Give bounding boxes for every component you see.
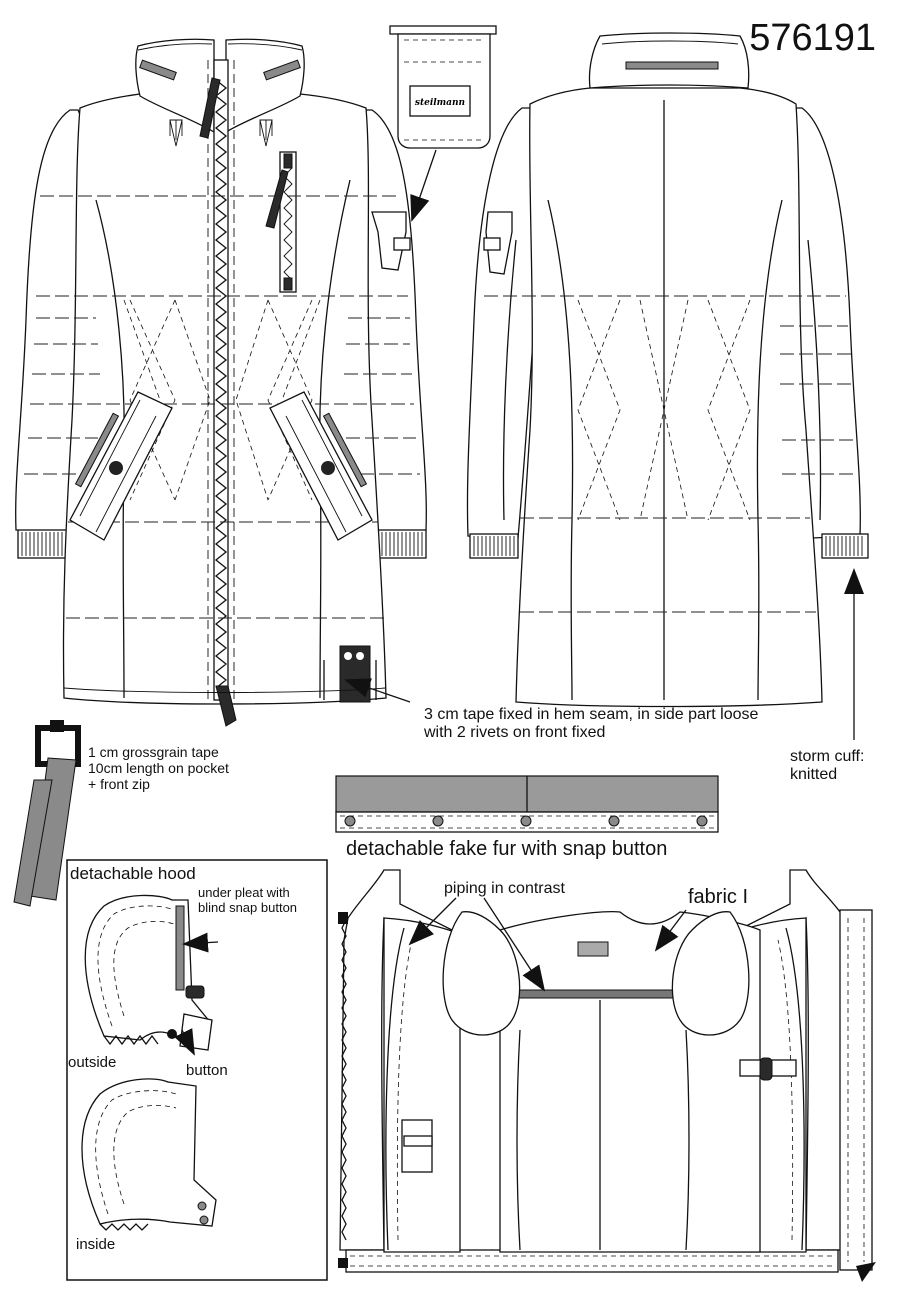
inside-view-coat [338,869,876,1282]
back-collar [588,32,750,89]
back-view-coat [466,32,869,708]
zip-puller-top [199,77,221,139]
collar-tab-left [139,59,177,81]
hood-button-label: button [186,1062,228,1079]
hem-tape-arrow [344,678,411,703]
article-number: 576191 [749,17,876,59]
front-left-cuff [17,529,71,559]
front-collar-left [135,38,215,134]
grossgrain-callout: 1 cm grossgrain tape 10cm length on pock… [88,744,229,793]
inside-body [339,869,461,1251]
hood-inside-label: inside [76,1236,116,1253]
piping-arrow-left [408,897,457,946]
zip-end-tab [215,685,237,727]
front-sleeve-badge [371,211,411,271]
lining-label [577,941,609,957]
hem-tape-callout: 3 cm tape fixed in hem seam, in side par… [424,706,759,742]
piping-arrow-center [483,897,546,992]
piping-callout: piping in contrast [444,880,565,897]
fabric-callout: fabric I [688,886,749,908]
hood-outside-label: outside [68,1054,117,1071]
hood-panel-title: detachable hood [70,864,196,883]
right-facing-strip [839,909,873,1271]
hood-inside [81,1078,217,1231]
fabric-arrow [654,909,687,952]
chest-zip-puller [265,169,289,229]
front-zip-teeth [214,79,228,689]
hangtag-brand: steilmann [415,98,465,108]
front-collar-right [225,38,305,134]
back-collar-tab [625,61,719,70]
front-pocket-right [269,391,373,541]
grosgrain-tape-detail [13,720,81,907]
fake-fur-callout: detachable fake fur with snap button [346,838,668,860]
hood-under-pleat-label: under pleat with blind snap button [198,885,298,915]
back-sleeve-badge [483,211,513,275]
collar-tab-right [263,59,301,81]
front-pocket-left [69,391,173,541]
back-body [515,87,823,708]
front-view-coat [15,38,427,727]
fake-fur-strip [335,775,719,833]
hangtag [389,25,497,222]
hanger-piping [505,989,677,999]
hood-outside [84,894,219,1056]
storm-cuff-callout: storm cuff: knitted [790,748,865,784]
